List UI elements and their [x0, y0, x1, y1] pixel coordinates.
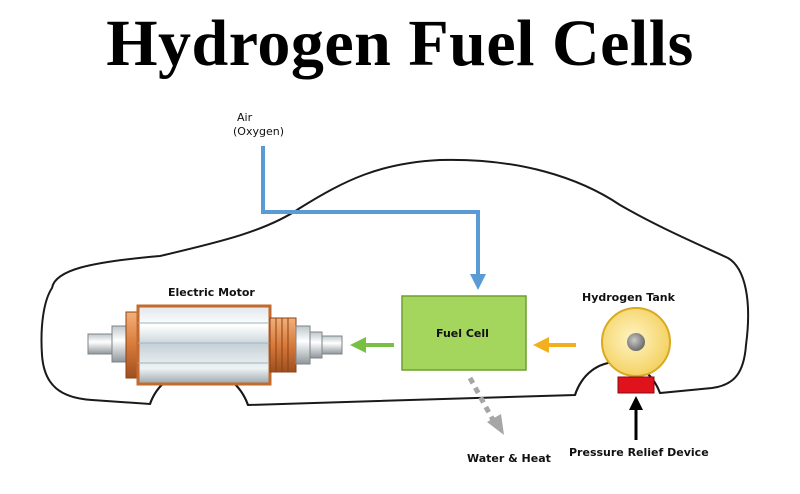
water-heat-label: Water & Heat	[467, 452, 551, 465]
air-arrow-head	[470, 274, 486, 290]
water-heat-arrow	[467, 376, 496, 422]
electric-motor	[87, 304, 343, 386]
pressure-relief-label: Pressure Relief Device	[569, 446, 709, 459]
air-flow-arrow	[261, 146, 480, 276]
electric-motor-label: Electric Motor	[168, 286, 255, 299]
power-arrow-head	[350, 337, 366, 353]
fuel-cell-box	[401, 295, 527, 371]
diagram-title: Hydrogen Fuel Cells	[106, 7, 694, 80]
hydrogen-arrow-head	[533, 337, 549, 353]
fuel-cell-label: Fuel Cell	[436, 327, 489, 340]
pressure-relief-device	[617, 376, 655, 394]
oxygen-label: (Oxygen)	[233, 125, 284, 138]
water-arrow-head	[487, 414, 504, 435]
relief-pointer-head	[629, 396, 643, 410]
air-label: Air	[237, 111, 253, 124]
tank-valve-hub	[627, 333, 645, 351]
hydrogen-tank-label: Hydrogen Tank	[582, 291, 676, 304]
